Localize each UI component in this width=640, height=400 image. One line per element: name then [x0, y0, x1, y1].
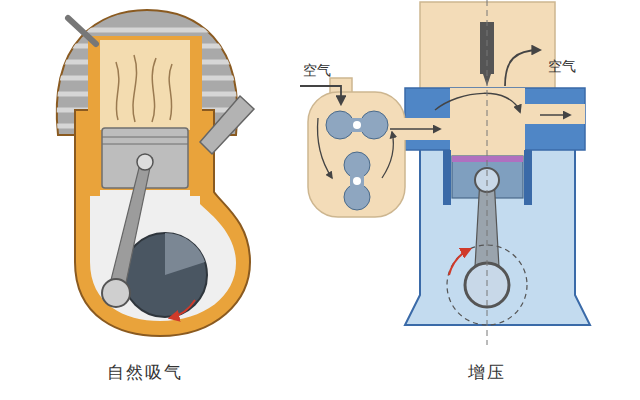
- rotor-neck: [340, 118, 374, 132]
- rotation-arrow: [449, 249, 470, 275]
- cylinder-liner: [443, 150, 451, 205]
- rotor-shaft: [353, 177, 361, 185]
- crank-disc: [123, 233, 207, 317]
- piston-ring: [102, 137, 188, 138]
- air-label: 空气: [548, 58, 576, 75]
- center-line: [487, 0, 488, 345]
- rotor: [326, 111, 388, 139]
- cylinder-liner: [524, 150, 532, 205]
- air-label: 空气: [303, 62, 331, 79]
- swirl-arrow: [435, 93, 520, 112]
- injector: [480, 22, 494, 74]
- rotor-shaft: [353, 121, 361, 129]
- crankcase-interior: [90, 195, 236, 321]
- piston-pin: [137, 154, 153, 170]
- blower-casing: [308, 92, 405, 217]
- combustion-chamber: [100, 40, 190, 130]
- flame-lines: [116, 55, 172, 122]
- rotor: [344, 152, 370, 210]
- rotor-neck: [350, 165, 364, 197]
- crank-sector: [165, 233, 205, 275]
- exhaust-arrow: [505, 50, 540, 86]
- na-engine: [40, 10, 260, 336]
- flow-arrow: [318, 118, 332, 178]
- spark-plug: [68, 18, 96, 44]
- sc-engine: [300, 0, 590, 345]
- flow-arrow: [390, 128, 440, 130]
- intake-pipe: [200, 96, 254, 154]
- crank-pin: [102, 279, 130, 307]
- air-inlet-arrow: [300, 86, 341, 104]
- flow-arrow: [540, 114, 570, 116]
- flow-arrow: [382, 132, 393, 178]
- crankcase: [405, 145, 590, 325]
- crankcase: [75, 110, 250, 336]
- caption-label: 增压: [468, 362, 506, 382]
- rotation-arrow: [170, 300, 195, 318]
- caption-label: 自然吸气: [107, 362, 183, 382]
- fin: [40, 28, 260, 33]
- connecting-rod: [108, 158, 152, 292]
- piston-ring: [102, 144, 188, 145]
- scavenge-port: [523, 104, 585, 124]
